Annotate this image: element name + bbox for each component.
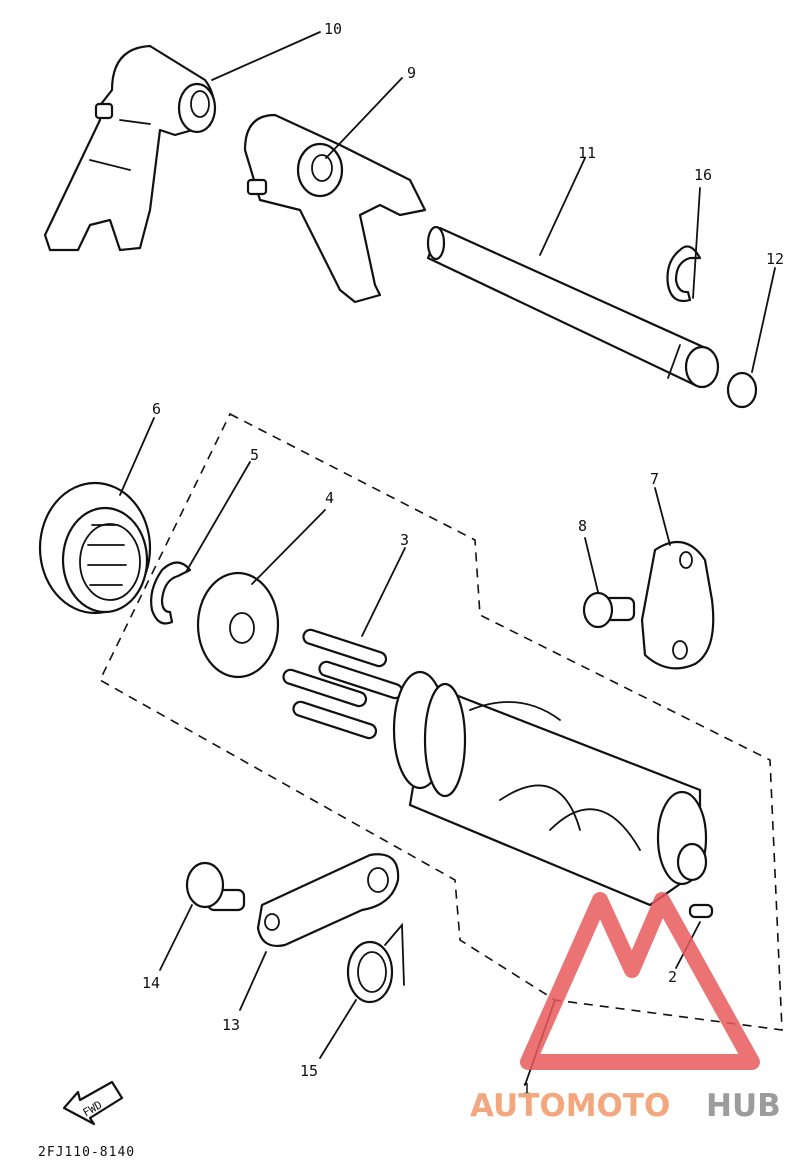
label-3: 3 [400, 531, 409, 549]
label-16: 16 [694, 166, 712, 184]
label-1: 1 [522, 1080, 531, 1098]
label-9: 9 [407, 64, 416, 82]
pins-3 [282, 628, 404, 740]
watermark-text-b: HUB [706, 1088, 781, 1124]
bolt-8 [582, 591, 636, 629]
label-5: 5 [250, 446, 259, 464]
bolt-14 [185, 861, 246, 912]
stopper-plate-7 [640, 540, 715, 670]
forward-arrow: FWD [62, 1080, 124, 1126]
shift-fork-shaft-11 [426, 225, 720, 389]
label-6: 6 [152, 400, 161, 418]
label-7: 7 [650, 470, 659, 488]
label-4: 4 [325, 489, 334, 507]
label-10: 10 [324, 20, 342, 38]
o-ring-12 [726, 371, 758, 409]
label-11: 11 [578, 144, 596, 162]
shift-fork-9 [243, 113, 427, 304]
spring-15 [346, 922, 405, 1004]
leader-lines [119, 31, 776, 1086]
bearing-6 [38, 481, 152, 615]
watermark-text-a: AUTOMOTO [470, 1088, 670, 1124]
shift-lever-13 [256, 853, 400, 947]
watermark-triangle-icon [520, 892, 760, 1070]
label-8: 8 [578, 517, 587, 535]
label-2: 2 [668, 968, 677, 986]
washer-4 [196, 571, 280, 679]
circlip-5 [150, 561, 192, 625]
part-labels: 10 9 11 16 12 6 5 4 3 8 7 2 1 14 13 15 [142, 20, 784, 1098]
label-12: 12 [766, 250, 784, 268]
watermark-logo [520, 892, 760, 1070]
label-13: 13 [222, 1016, 240, 1034]
circlip-16 [666, 245, 702, 303]
label-14: 14 [142, 974, 160, 992]
shift-fork-10 [43, 44, 217, 252]
assembly-boundary [98, 412, 783, 1031]
shift-drum [392, 670, 708, 907]
label-15: 15 [300, 1062, 318, 1080]
diagram-code: 2FJ110-8140 [38, 1145, 135, 1160]
screw-2 [688, 903, 714, 919]
